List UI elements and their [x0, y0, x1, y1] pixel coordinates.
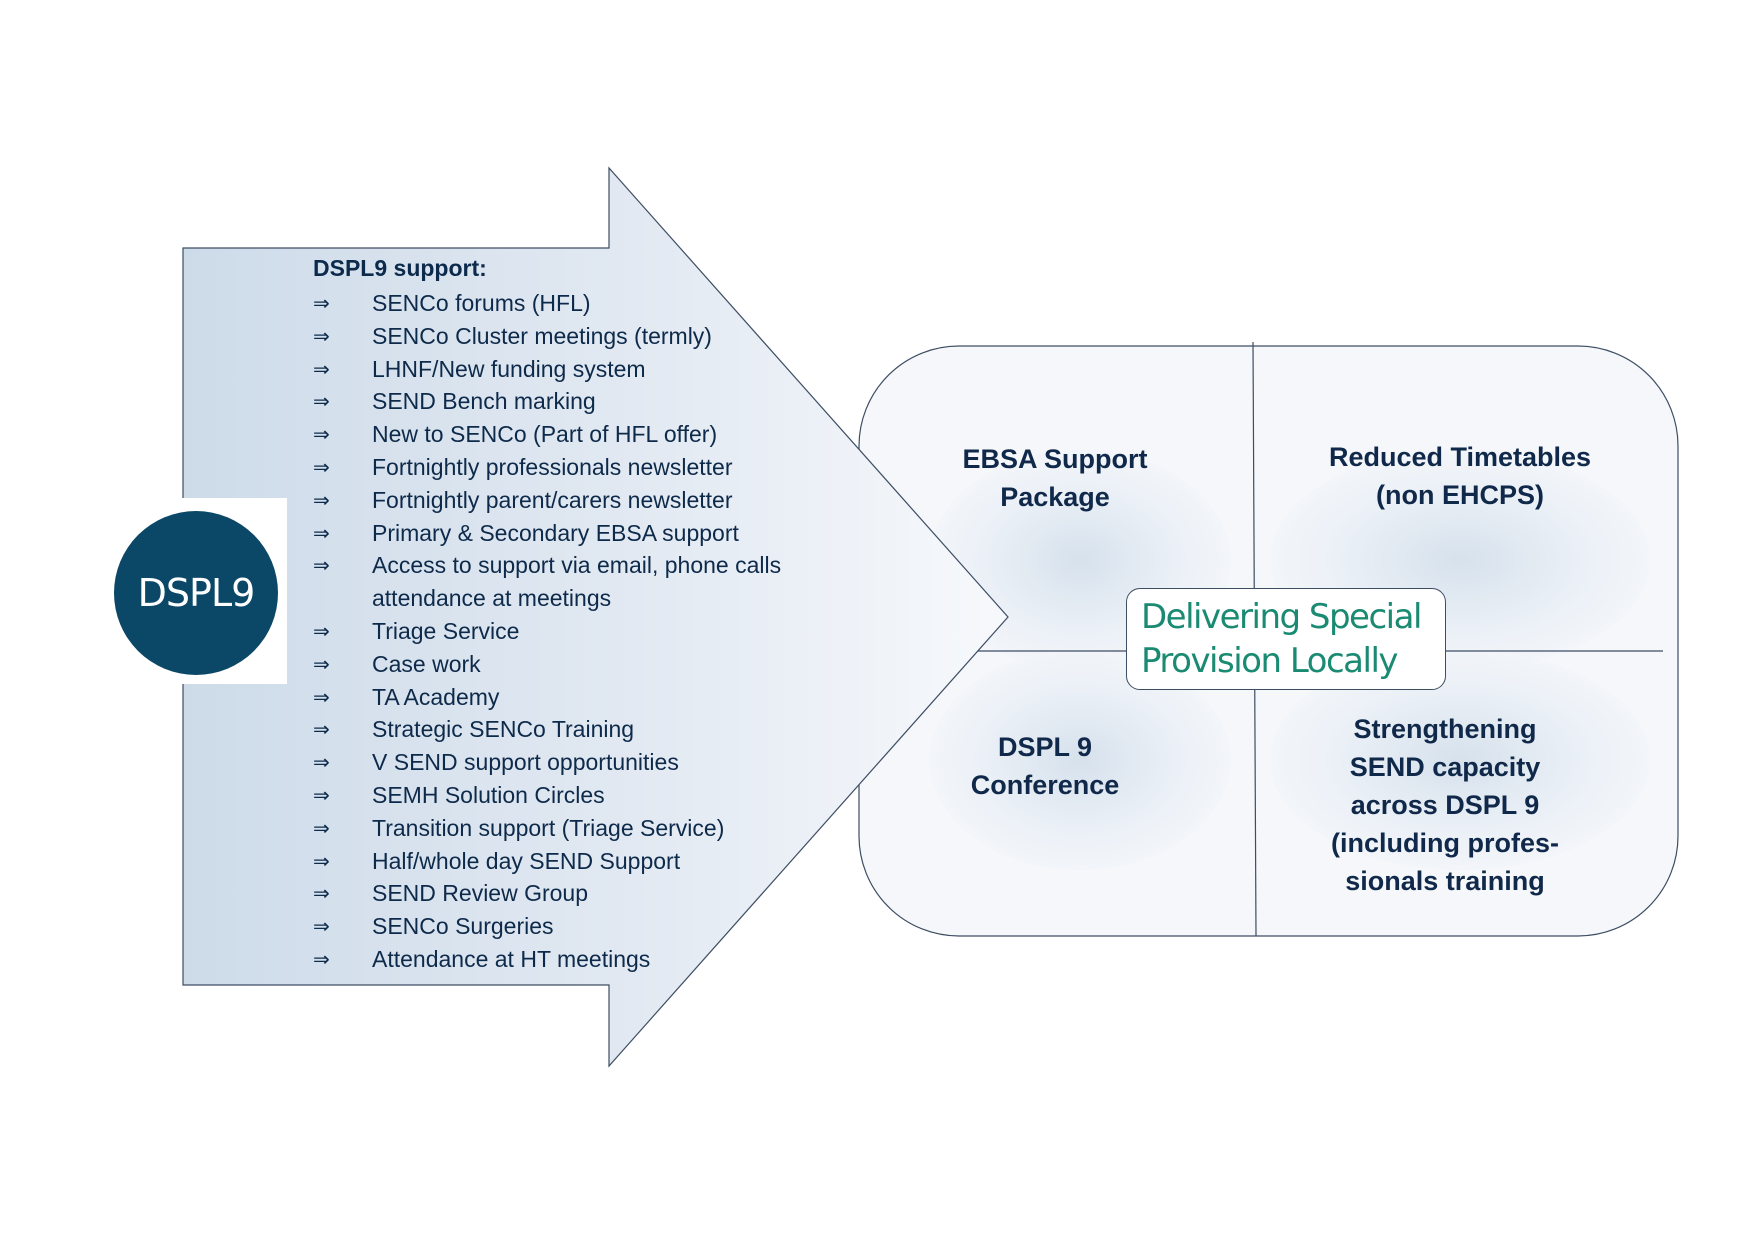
double-arrow-right-icon: ⇒ [313, 618, 330, 643]
support-item-text: Triage Service [372, 617, 520, 644]
double-arrow-right-icon: ⇒ [313, 422, 330, 447]
double-arrow-right-icon: ⇒ [313, 487, 330, 512]
support-item-text: SEND Bench marking [372, 388, 596, 415]
support-item-text: Primary & Secondary EBSA support [372, 519, 739, 546]
support-item-text: New to SENCo (Part of HFL offer) [372, 421, 718, 448]
support-item-text: Transition support (Triage Service) [372, 814, 725, 841]
support-list-item: ⇒ SEND Bench marking [313, 385, 781, 418]
center-label-box: Delivering Special Provision Locally [1126, 588, 1446, 690]
double-arrow-right-icon: ⇒ [313, 750, 330, 775]
support-item-text: Strategic SENCo Training [372, 716, 635, 743]
support-list-title: DSPL9 support: [313, 255, 487, 281]
support-list-item: ⇒ SEND Review Group [313, 877, 781, 910]
support-list-item: ⇒ LHNF/New funding system [313, 353, 781, 386]
support-item-text: LHNF/New funding system [372, 355, 646, 382]
support-list-item: ⇒ V SEND support opportunities [313, 746, 781, 779]
double-arrow-right-icon: ⇒ [313, 914, 330, 939]
support-item-text: TA Academy [372, 683, 500, 710]
support-item-text: Fortnightly parent/carers newsletter [372, 486, 733, 513]
support-item-text: Case work [372, 650, 481, 677]
support-list: ⇒ SENCo forums (HFL) ⇒ SENCo Cluster meetin… [313, 287, 781, 976]
support-list-item: ⇒ Access to support via email, phone call… [313, 549, 781, 615]
double-arrow-right-icon: ⇒ [313, 389, 330, 414]
support-item-text: Attendance at HT meetings [372, 945, 651, 972]
support-item-text: SENCo forums (HFL) [372, 290, 591, 316]
support-item-text: SENCo Surgeries [372, 913, 554, 940]
support-list-item: ⇒ SENCo forums (HFL) [313, 287, 781, 320]
support-arrow [182, 166, 1009, 1068]
support-list-item: ⇒ SENCo Cluster meetings (termly) [313, 320, 781, 353]
support-item-text: V SEND support opportunities [372, 749, 679, 776]
double-arrow-right-icon: ⇒ [313, 684, 330, 709]
support-list-item: ⇒ Primary & Secondary EBSA support [313, 517, 781, 550]
support-item-text: SENCo Cluster meetings (termly) [372, 322, 712, 349]
quadrant-shade-br [1270, 650, 1650, 870]
support-list-item: ⇒ Fortnightly parent/carers newsletter [313, 484, 781, 517]
support-list-item: ⇒ Fortnightly professionals newsletter [313, 451, 781, 484]
logo-text: DSPL9 [137, 571, 256, 615]
support-list-item: ⇒ Attendance at HT meetings [313, 943, 781, 976]
support-list-item: ⇒ Case work [313, 648, 781, 681]
support-list-item: ⇒ TA Academy [313, 681, 781, 714]
support-list-item: ⇒ SENCo Surgeries [313, 910, 781, 943]
double-arrow-right-icon: ⇒ [313, 291, 330, 315]
double-arrow-right-icon: ⇒ [313, 651, 330, 676]
quadrant-ebsa-support: EBSA Support Package [962, 444, 1148, 512]
support-item-text: SEND Review Group [372, 880, 589, 907]
support-item-text: Half/whole day SEND Support [372, 847, 681, 874]
double-arrow-right-icon: ⇒ [313, 848, 330, 873]
double-arrow-right-icon: ⇒ [313, 356, 330, 381]
support-list-item: ⇒ New to SENCo (Part of HFL offer) [313, 418, 781, 451]
support-list-item: ⇒ SEMH Solution Circles [313, 779, 781, 812]
quadrant-strengthening-send: Strengthening SEND capacity across DSPL … [1331, 714, 1559, 896]
double-arrow-right-icon: ⇒ [313, 520, 330, 545]
support-list-item: ⇒ Half/whole day SEND Support [313, 845, 781, 878]
support-item-text: SEMH Solution Circles [372, 781, 605, 808]
support-item-text: Fortnightly professionals newsletter [372, 453, 733, 480]
support-list-item: ⇒ Triage Service [313, 615, 781, 648]
quadrant-dspl9-conference: DSPL 9 Conference [970, 732, 1120, 800]
double-arrow-right-icon: ⇒ [313, 553, 330, 578]
double-arrow-right-icon: ⇒ [313, 323, 330, 348]
double-arrow-right-icon: ⇒ [313, 717, 330, 742]
double-arrow-right-icon: ⇒ [313, 946, 330, 971]
support-list-item: ⇒ Transition support (Triage Service) [313, 812, 781, 845]
double-arrow-right-icon: ⇒ [313, 881, 330, 906]
quadrant-reduced-timetables: Reduced Timetables (non EHCPS) [1328, 442, 1592, 510]
quadrant-shade-bl [930, 650, 1230, 870]
dspl9-logo: DSPL9 [114, 511, 278, 675]
double-arrow-right-icon: ⇒ [313, 782, 330, 807]
support-item-text: Access to support via email, phone calls… [372, 552, 782, 612]
double-arrow-right-icon: ⇒ [313, 454, 330, 479]
center-label: Delivering Special Provision Locally [1141, 597, 1422, 681]
double-arrow-right-icon: ⇒ [313, 815, 330, 840]
support-list-item: ⇒ Strategic SENCo Training [313, 713, 781, 746]
